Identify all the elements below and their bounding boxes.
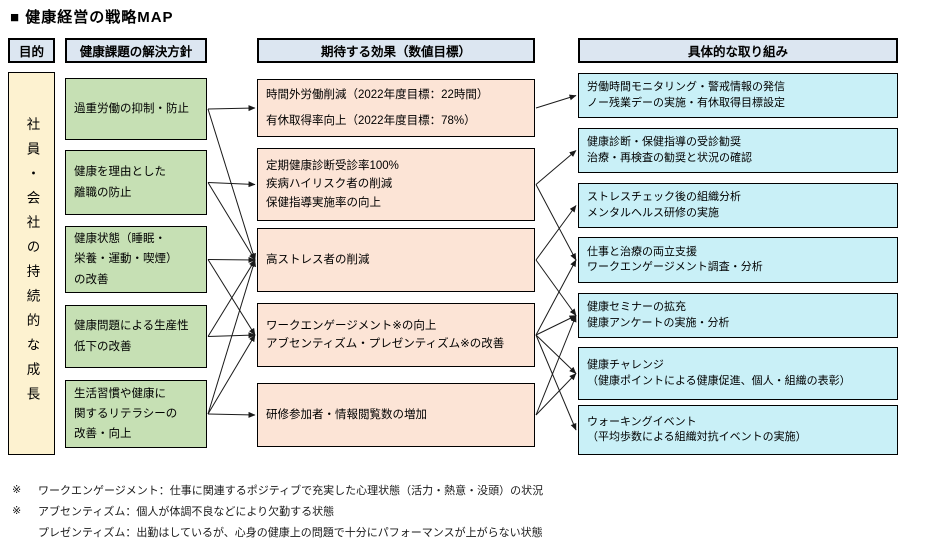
- edge-g1-o1: [207, 105, 256, 112]
- action-node-balance-support: 仕事と治療の両立支援 ワークエンゲージメント調査・分析: [578, 237, 898, 283]
- edge-o4-c7: [535, 334, 577, 431]
- header-purpose: 目的: [8, 38, 55, 63]
- policy-node-literacy: 生活習慣や健康に 関するリテラシーの 改善・向上: [65, 380, 207, 448]
- edge-o4-c4: [535, 259, 577, 336]
- edge-g5-o5: [207, 411, 256, 418]
- policy-node-turnover: 健康を理由とした 離職の防止: [65, 150, 207, 215]
- header-actions: 具体的な取り組み: [578, 38, 898, 63]
- footnotes: ※ ワークエンゲージメント：仕事に関連するポジティブで充実した心理状態（活力・熱…: [12, 479, 543, 542]
- edge-g3-o4: [207, 259, 256, 336]
- effect-node-checkup: 定期健康診断受診率100% 疾病ハイリスク者の削減 保健指導実施率の向上: [257, 148, 535, 221]
- footnote-marker: ※: [12, 484, 22, 496]
- footnote-line: プレゼンティズム：出勤はしているが、心身の健康上の問題で十分にパフォーマンスが上…: [12, 521, 543, 542]
- footnote-marker: ※: [12, 505, 22, 517]
- edge-o2-c4: [535, 184, 577, 261]
- edge-g4-o3: [207, 259, 256, 337]
- effect-node-stress: 高ストレス者の削減: [257, 228, 535, 292]
- edge-o1-c1: [535, 94, 577, 109]
- edge-g2-o2: [207, 181, 256, 188]
- edge-o3-c5: [535, 259, 577, 316]
- page-title: ■ 健康経営の戦略MAP: [10, 9, 174, 26]
- footnote-text: プレゼンティズム：出勤はしているが、心身の健康上の問題で十分にパフォーマンスが上…: [38, 526, 543, 539]
- purpose-node: 社員・会社の持続的な成長: [8, 72, 55, 455]
- edge-o5-c5: [535, 315, 577, 416]
- action-node-stress-check: ストレスチェック後の組織分析 メンタルヘルス研修の実施: [578, 183, 898, 228]
- footnote-text: アブセンティズム：個人が体調不良などにより欠勤する状態: [38, 505, 335, 518]
- action-node-health-challenge: 健康チャレンジ （健康ポイントによる健康促進、個人・組織の表彰）: [578, 347, 898, 400]
- policy-node-productivity: 健康問題による生産性 低下の改善: [65, 305, 207, 368]
- footnote-line: ※ アブセンティズム：個人が体調不良などにより欠勤する状態: [12, 500, 543, 521]
- effect-node-training: 研修参加者・情報閲覧数の増加: [257, 383, 535, 447]
- edge-g4-o4: [207, 332, 256, 339]
- edge-g2-o3: [207, 182, 256, 261]
- edge-g5-o3: [207, 259, 256, 415]
- edge-g3-o3: [207, 256, 256, 263]
- action-node-worktime-monitoring: 労働時間モニタリング・警戒情報の発信 ノー残業デーの実施・有休取得目標設定: [578, 73, 898, 118]
- policy-node-overwork: 過重労働の抑制・防止: [65, 78, 207, 140]
- action-node-checkup-encouragement: 健康診断・保健指導の受診勧奨 治療・再検査の勧奨と状況の確認: [578, 128, 898, 173]
- footnote-line: ※ ワークエンゲージメント：仕事に関連するポジティブで充実した心理状態（活力・熱…: [12, 479, 543, 500]
- edge-g5-o4: [207, 334, 256, 415]
- policy-node-health-state: 健康状態（睡眠・ 栄養・運動・喫煙） の改善: [65, 226, 207, 293]
- edge-o4-c5: [535, 315, 577, 336]
- effect-node-overtime: 時間外労働削減（2022年度目標：22時間） 有休取得率向上（2022年度目標：…: [257, 79, 535, 137]
- effect-node-engagement: ワークエンゲージメント※の向上 アブセンティズム・プレゼンティズム※の改善: [257, 303, 535, 367]
- edge-o5-c6: [535, 373, 577, 416]
- action-node-walking-event: ウォーキングイベント （平均歩数による組織対抗イベントの実施）: [578, 405, 898, 455]
- edge-o2-c2: [535, 150, 577, 185]
- edge-o3-c3: [535, 205, 577, 261]
- edge-o4-c6: [535, 334, 577, 374]
- action-node-seminar: 健康セミナーの拡充 健康アンケートの実施・分析: [578, 293, 898, 338]
- header-effects: 期待する効果（数値目標）: [257, 38, 535, 63]
- footnote-text: ワークエンゲージメント：仕事に関連するポジティブで充実した心理状態（活力・熱意・…: [38, 484, 544, 497]
- edge-g1-o3: [207, 108, 256, 261]
- header-policy: 健康課題の解決方針: [65, 38, 207, 63]
